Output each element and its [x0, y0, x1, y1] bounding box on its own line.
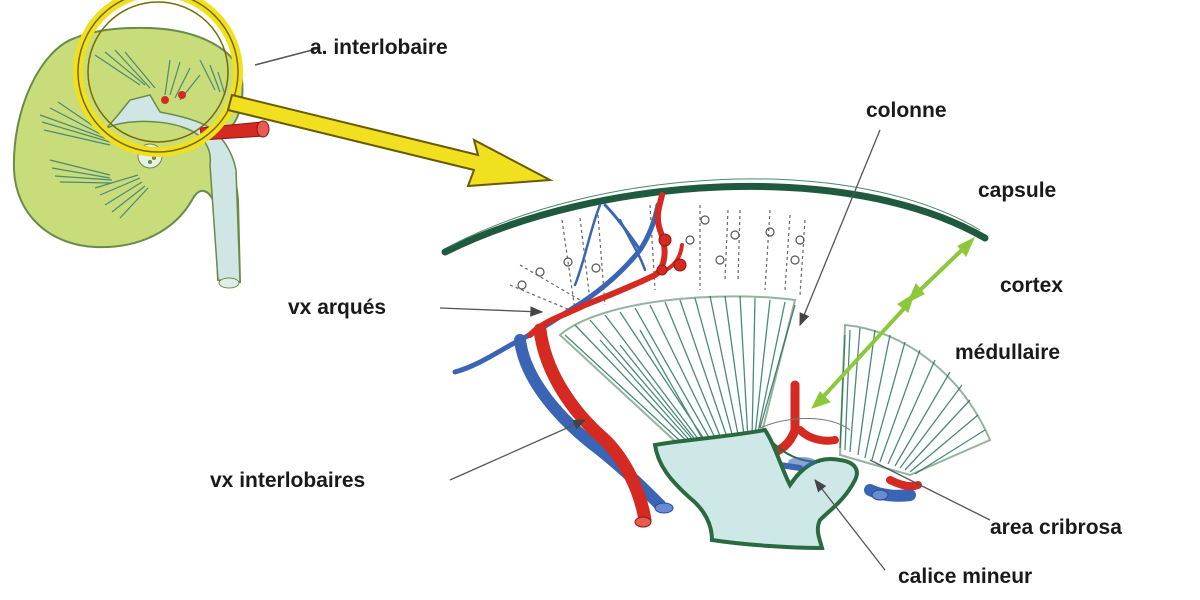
label-area-cribrosa: area cribrosa	[990, 517, 1122, 538]
magnifier-arrow	[228, 95, 550, 186]
label-arcuate-vessels: vx arqués	[288, 297, 386, 318]
ureter-end	[219, 278, 239, 288]
artery-cut-end	[635, 517, 651, 527]
label-cortex: cortex	[1000, 275, 1063, 296]
kidney-outline	[14, 28, 243, 282]
label-interlobar-vessels: vx interlobaires	[210, 470, 365, 491]
label-medulla: médullaire	[955, 342, 1060, 363]
capsule-arc	[445, 186, 985, 252]
label-minor-calyx: calice mineur	[898, 566, 1032, 587]
label-capsule: capsule	[978, 180, 1056, 201]
label-column: colonne	[866, 100, 947, 121]
minor-calyx	[655, 430, 857, 548]
enlarged-section	[440, 130, 990, 570]
vein-cut-end	[655, 503, 673, 513]
kidney-overview	[14, 28, 269, 288]
label-interlobar-artery: a. interlobaire	[310, 37, 448, 58]
